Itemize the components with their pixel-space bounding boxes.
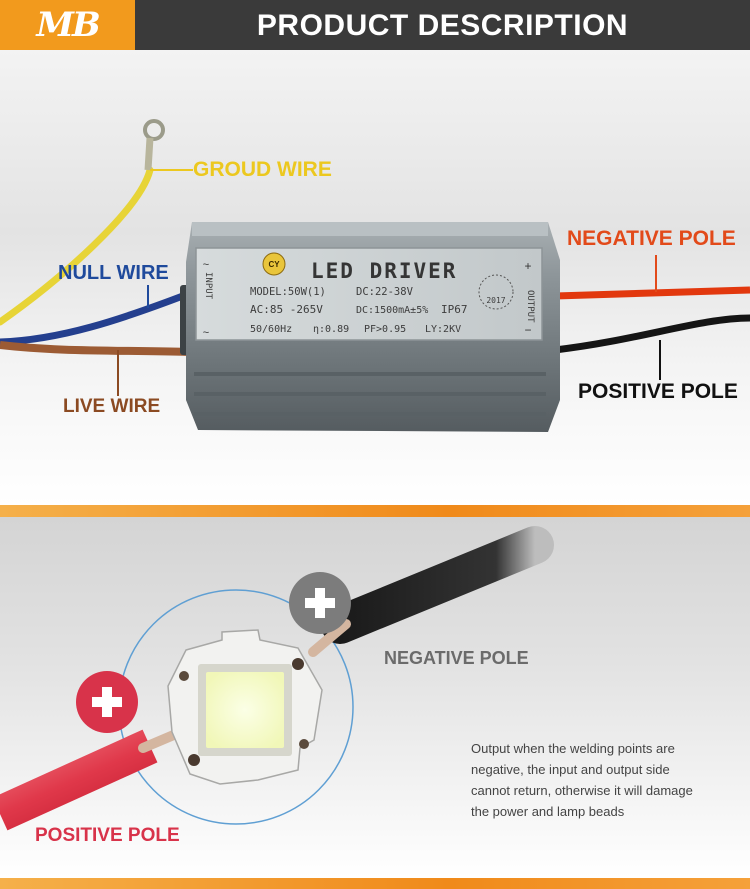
positive-badge: [76, 671, 138, 733]
ground-wire-label: GROUD WIRE: [193, 158, 332, 181]
live-wire: [0, 341, 189, 356]
frequency-text: 50/60Hz: [250, 324, 292, 335]
minus-terminal-icon: −: [524, 323, 531, 337]
ac-input-icon: ~: [203, 327, 209, 339]
positive-chip-wire: [0, 729, 158, 831]
output-label: OUTPUT: [525, 290, 535, 323]
power-factor-text: PF>0.95: [364, 324, 406, 335]
negative-wire: [554, 286, 750, 300]
positive-lead-icon: [138, 729, 181, 753]
plus-terminal-icon: +: [524, 259, 531, 273]
negative-chip-wire: [321, 526, 554, 644]
led-driver-case: [180, 222, 560, 432]
null-wire-label: NULL WIRE: [58, 262, 169, 284]
negative-badge: [289, 572, 351, 634]
ip-rating-text: IP67: [441, 303, 468, 316]
negative-pole-label: NEGATIVE POLE: [567, 227, 736, 250]
footer-bar: [0, 878, 750, 889]
page-title: PRODUCT DESCRIPTION: [256, 9, 629, 42]
note-line: the power and lamp beads: [471, 804, 625, 819]
year-text: 2017: [486, 296, 505, 305]
note-line: negative, the input and output side: [471, 762, 670, 777]
live-wire-label: LIVE WIRE: [63, 396, 161, 417]
dc-current-text: DC:1500mA±5%: [356, 305, 428, 316]
brand-badge-icon: [262, 252, 286, 276]
brand-badge-text: CY: [268, 260, 280, 269]
positive-wire: [554, 314, 750, 354]
input-label: INPUT: [203, 272, 213, 300]
chip-positive-pole-label: POSITIVE POLE: [35, 825, 180, 846]
ground-wire: [0, 119, 165, 326]
ly-text: LY:2KV: [425, 324, 461, 335]
positive-pole-label: POSITIVE POLE: [578, 380, 738, 403]
driver-title: LED DRIVER: [311, 259, 457, 283]
efficiency-text: η:0.89: [313, 324, 349, 335]
led-chip: [167, 629, 323, 785]
header-bar: MB PRODUCT DESCRIPTION: [0, 0, 750, 50]
divider-bar: [0, 505, 750, 517]
note-line: Output when the welding points are: [471, 741, 675, 756]
negative-lead-icon: [308, 619, 351, 657]
null-wire: [0, 290, 190, 346]
model-text: MODEL:50W(1): [250, 286, 326, 298]
ac-voltage-text: AC:85 -265V: [250, 303, 323, 316]
ac-input-icon: ~: [203, 259, 209, 271]
dc-voltage-text: DC:22-38V: [356, 286, 414, 298]
brand-logo: MB: [0, 0, 135, 50]
logo-text: MB: [36, 5, 100, 45]
wiring-note: Output when the welding points are negat…: [471, 738, 741, 822]
chip-negative-pole-label: NEGATIVE POLE: [384, 648, 529, 668]
date-stamp-icon: [478, 274, 514, 310]
note-line: cannot return, otherwise it will damage: [471, 783, 693, 798]
